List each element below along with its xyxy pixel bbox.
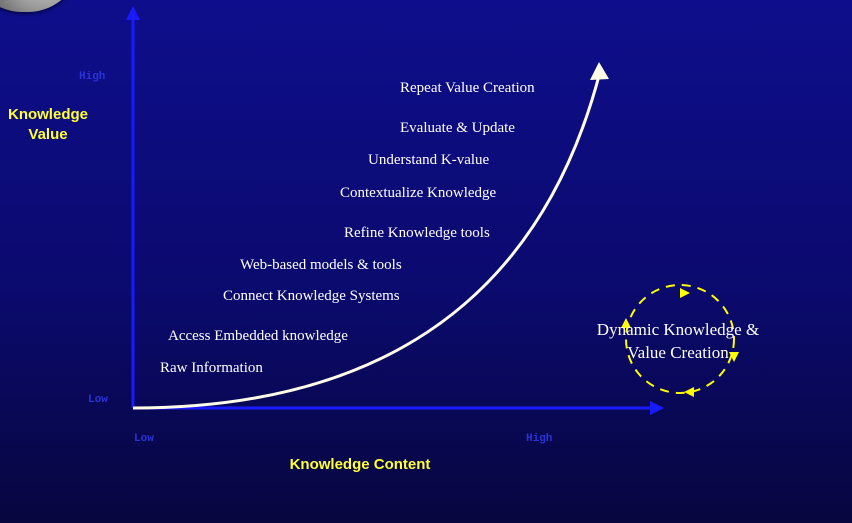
- y-axis-arrowhead: [126, 6, 140, 20]
- step-web-based-models-tools: Web-based models & tools: [240, 257, 402, 273]
- step-contextualize-knowledge: Contextualize Knowledge: [340, 185, 497, 201]
- x-tick-low: Low: [134, 433, 154, 445]
- step-access-embedded-knowledge: Access Embedded knowledge: [168, 328, 348, 344]
- y-axis-title: Knowledge Value: [0, 105, 96, 145]
- step-understand-k-value: Understand K-value: [368, 152, 490, 168]
- step-connect-knowledge-systems: Connect Knowledge Systems: [223, 288, 400, 304]
- step-evaluate-update: Evaluate & Update: [400, 120, 515, 136]
- cycle-arrow-bottom: [684, 387, 694, 397]
- y-axis-title-line2: Value: [28, 126, 68, 143]
- step-raw-information: Raw Information: [160, 360, 263, 376]
- value-cycle-label-line2: Value Creation: [627, 343, 729, 362]
- growth-curve: [132, 71, 602, 410]
- y-tick-high: High: [79, 71, 106, 83]
- y-axis-title-line1: Knowledge: [7, 106, 88, 123]
- x-axis-title: Knowledge Content: [289, 456, 431, 473]
- x-axis-arrowhead: [650, 401, 664, 415]
- step-refine-knowledge-tools: Refine Knowledge tools: [344, 225, 490, 241]
- growth-curve-arrowhead: [590, 62, 609, 80]
- value-cycle-label: Dynamic Knowledge & Value Creation: [570, 318, 786, 364]
- cycle-arrow-right: [729, 352, 739, 362]
- step-repeat-value-creation: Repeat Value Creation: [400, 80, 535, 96]
- value-cycle-label-line1: Dynamic Knowledge &: [596, 320, 760, 339]
- cycle-arrow-top: [680, 288, 690, 298]
- value-cycle-circle: [625, 284, 735, 394]
- cycle-arrow-left: [621, 318, 631, 328]
- y-tick-low: Low: [88, 394, 108, 406]
- x-tick-high: High: [526, 433, 553, 445]
